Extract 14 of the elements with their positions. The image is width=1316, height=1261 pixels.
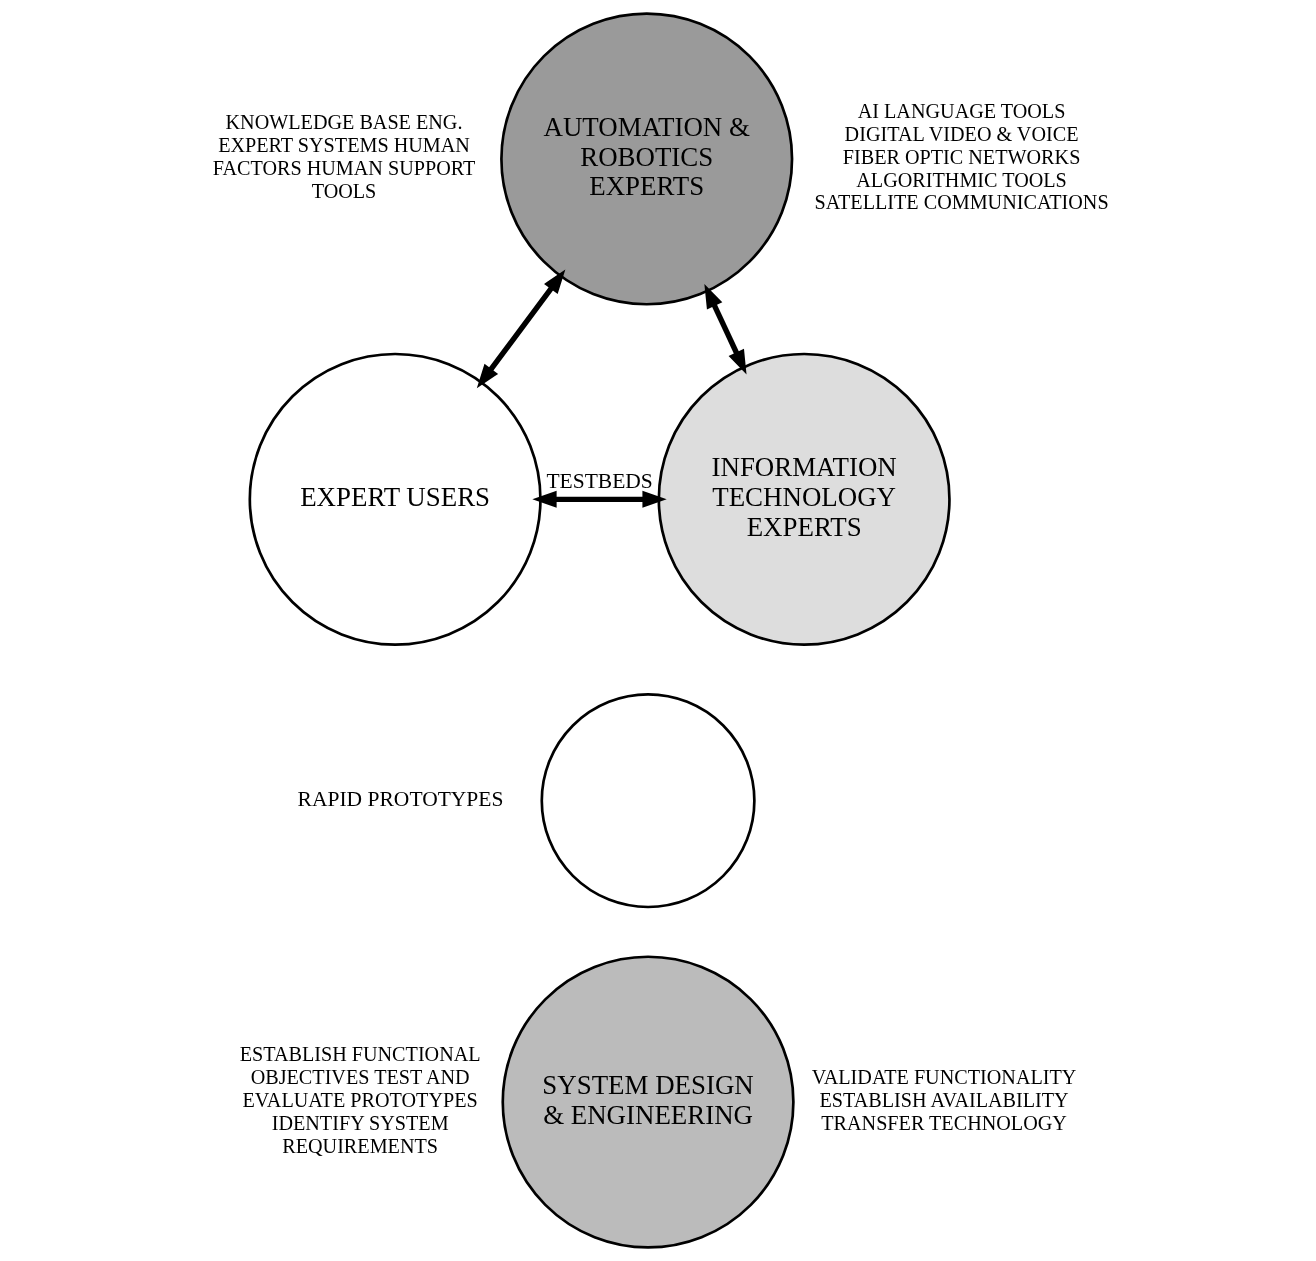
node-circle: INFORMATION TECHNOLOGY EXPERTS [657,352,951,646]
node-label: KNOWLEDGE BASE ENG. EXPERT SYSTEMS HUMAN FACTORS HUMAN SUPPORT TOOLS [212,111,475,202]
node-circle: EXPERT USERS [247,352,542,646]
arrow [531,490,667,508]
node-circle [539,693,756,909]
node-label: AI LANGUAGE TOOLS DIGITAL VIDEO & VOICE FIBER OPTIC NETWORKS ALGORITHMIC TOOLS SATELLITE COMMUNICATIONS [813,99,1109,214]
node-label: ESTABLISH FUNCTIONAL OBJECTIVES TEST AND EVALUATE PROTOTYPES IDENTIFY SYSTEM REQUIREMENTS [239,1043,481,1157]
arrow [703,283,747,375]
node-label: VALIDATE FUNCTIONALITY ESTABLISH AVAILABILITY TRANSFER TECHNOLOGY [811,1065,1076,1134]
arrow [476,269,565,389]
node-circle: SYSTEM DESIGN & ENGINEERING [500,955,795,1249]
node-circle: AUTOMATION & ROBOTICS EXPERTS [499,12,793,306]
edge-label: TESTBEDS [545,469,653,494]
label: RAPID PROTOTYPES [297,786,503,811]
